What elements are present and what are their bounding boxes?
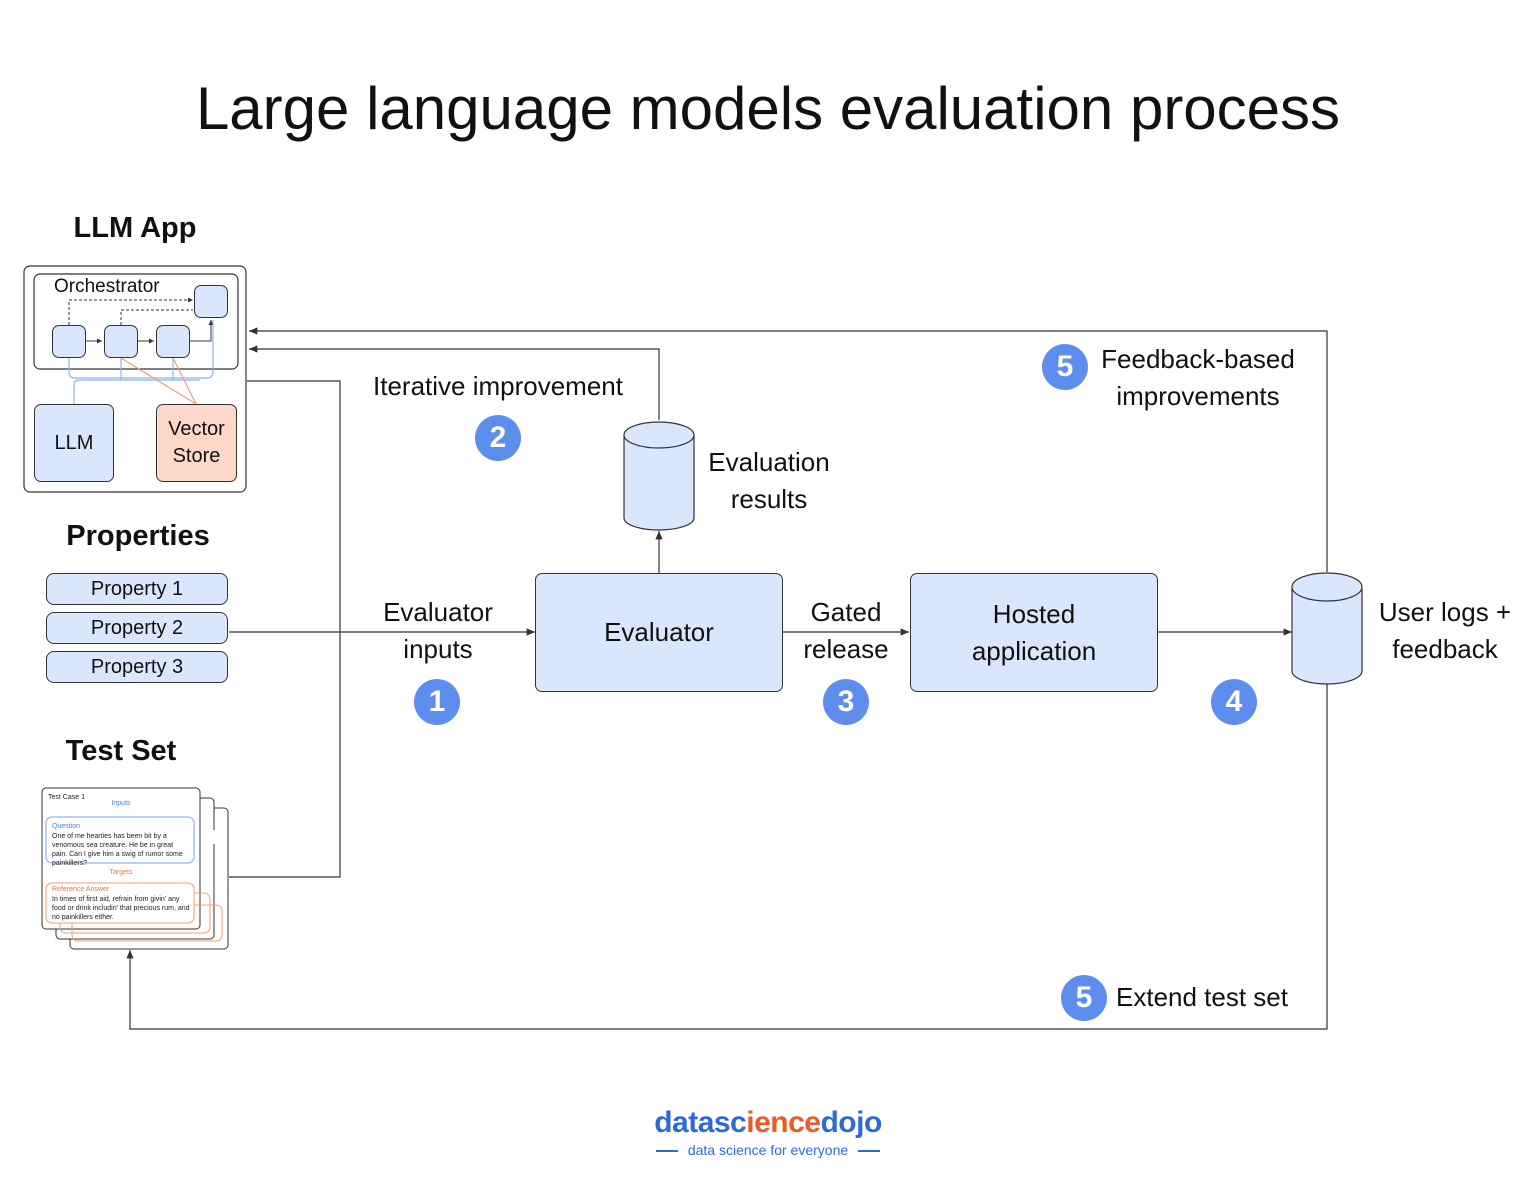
- gated-release-line2: release: [803, 634, 889, 664]
- step-badge-1: 1: [414, 679, 460, 725]
- user-logs-line2: feedback: [1392, 634, 1498, 664]
- test-inputs-label: Inputs: [111, 800, 131, 807]
- vector-store-box: Vector Store: [156, 404, 237, 482]
- step-badge-5-extend: 5: [1061, 975, 1107, 1021]
- orchestrator-label: Orchestrator: [54, 276, 160, 297]
- hosted-application-box: Hosted application: [910, 573, 1158, 692]
- hosted-line1: Hosted: [992, 598, 1076, 629]
- evaluator-inputs-line2: inputs: [403, 634, 473, 664]
- vector-store-line1: Vector: [168, 418, 225, 440]
- logo-part-4: dojo: [820, 1106, 882, 1139]
- logo-part-1: datasc: [654, 1106, 747, 1139]
- evaluator-box: Evaluator: [535, 573, 783, 692]
- evaluation-results-line1: Evaluation: [708, 447, 830, 477]
- step-badge-3: 3: [823, 679, 869, 725]
- test-set-heading: Test Set: [65, 735, 177, 767]
- properties-heading: Properties: [66, 520, 210, 552]
- tagline-dash-left: [655, 1150, 678, 1153]
- step-badge-2: 2: [475, 415, 521, 461]
- hosted-line2: application: [971, 635, 1097, 666]
- test-targets-label: Targets: [109, 869, 133, 876]
- step-badge-4: 4: [1211, 679, 1257, 725]
- evaluation-results-line2: results: [730, 484, 808, 514]
- evaluator-inputs-label: Evaluator inputs: [358, 594, 518, 668]
- llm-box: LLM: [34, 404, 114, 482]
- orchestrator-node-3: [156, 325, 190, 358]
- evaluation-results-label: Evaluation results: [694, 444, 844, 518]
- test-case-title: Test Case 1: [48, 794, 85, 801]
- evaluator-inputs-line1: Evaluator: [383, 597, 493, 627]
- property-1: Property 1: [46, 573, 228, 605]
- iterative-improvement-label: Iterative improvement: [373, 371, 623, 401]
- feedback-line1: Feedback-based: [1101, 344, 1295, 374]
- test-question-text: One of me hearties has been bit by a ven…: [52, 833, 183, 867]
- tagline-dash-right: [858, 1150, 881, 1153]
- llm-app-heading: LLM App: [73, 212, 197, 244]
- logo-part-2: i: [746, 1106, 755, 1139]
- test-question-label: Question: [52, 823, 81, 830]
- user-logs-label: User logs + feedback: [1370, 594, 1520, 668]
- page-title: Large language models evaluation process: [195, 75, 1341, 142]
- orchestrator-node-4: [194, 285, 228, 318]
- logo-tagline: data science for everyone: [0, 1142, 1536, 1158]
- orchestrator-node-2: [104, 325, 138, 358]
- gated-release-line1: Gated: [810, 597, 882, 627]
- gated-release-label: Gated release: [786, 594, 906, 668]
- step-badge-5-feedback: 5: [1042, 344, 1088, 390]
- property-3: Property 3: [46, 651, 228, 683]
- test-reference-label: Reference Answer: [52, 886, 110, 893]
- vector-store-line2: Store: [172, 445, 221, 467]
- property-2: Property 2: [46, 612, 228, 644]
- feedback-line2: improvements: [1116, 381, 1280, 411]
- feedback-improvements-label: Feedback-based improvements: [1090, 341, 1306, 415]
- test-reference-text: In times of first aid, refrain from givi…: [52, 896, 190, 921]
- orchestrator-node-1: [52, 325, 86, 358]
- user-logs-line1: User logs +: [1378, 597, 1512, 627]
- user-logs-cylinder: [1291, 572, 1363, 685]
- evaluation-results-cylinder: [623, 421, 695, 531]
- extend-test-set-label: Extend test set: [1116, 982, 1288, 1012]
- logo-part-3: ence: [754, 1106, 821, 1139]
- datasciencedojo-logo: datasciencedojo: [0, 1106, 1536, 1140]
- tagline-text: data science for everyone: [687, 1142, 849, 1158]
